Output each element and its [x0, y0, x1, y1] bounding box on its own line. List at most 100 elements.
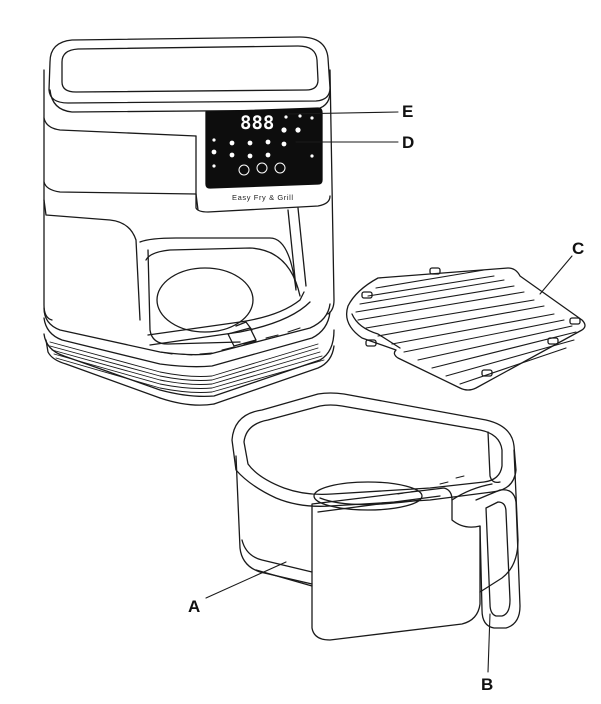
panel-icon — [295, 127, 301, 133]
rim-slot — [397, 492, 405, 495]
grill-bar — [403, 319, 565, 353]
panel-buttons — [238, 162, 286, 176]
basket-right-wall — [479, 449, 519, 593]
panel-icon — [284, 115, 288, 119]
basket-rim-outer — [231, 392, 517, 507]
grill-bars — [355, 269, 577, 385]
grill-bar — [459, 347, 567, 385]
panel-icon — [265, 139, 271, 145]
grill-bar — [367, 275, 495, 297]
panel-button — [256, 162, 268, 174]
window-right-edge — [287, 209, 297, 289]
basket-left-bottom-trim — [255, 569, 313, 587]
basket-rim-in-window — [145, 247, 301, 297]
base-slot — [287, 327, 301, 333]
panel-icon — [298, 114, 302, 118]
grill-foot — [365, 339, 377, 347]
grill-bar — [375, 269, 485, 289]
grill-bar — [445, 339, 575, 377]
vent-rib — [49, 341, 319, 377]
panel-button — [238, 164, 250, 176]
grill-foot — [361, 291, 373, 299]
basket-handle — [475, 489, 521, 629]
grill-bar — [377, 305, 545, 337]
base-foot-left — [45, 339, 161, 399]
callout-label-a: A — [188, 597, 200, 616]
top-band — [43, 117, 197, 137]
vent-rib — [49, 345, 319, 381]
base-slot — [199, 352, 213, 355]
basket-tray-front — [147, 291, 305, 336]
panel-icons — [211, 114, 314, 168]
basket-handle-grip — [485, 501, 511, 617]
grill-bar — [359, 279, 505, 305]
panel-icon — [229, 152, 235, 158]
grill-bar — [355, 285, 515, 313]
grill-plate-rim — [351, 313, 401, 349]
panel-icon — [211, 149, 217, 155]
grill-bar — [357, 291, 525, 321]
callout-label-d: D — [402, 133, 414, 152]
base-slots — [159, 327, 301, 356]
grill-foot — [547, 337, 559, 345]
leader-line-e — [287, 111, 399, 115]
basket-left-wall — [235, 455, 313, 585]
handle-stub-top — [235, 321, 253, 331]
grill-foot — [481, 369, 493, 377]
panel-button — [274, 162, 286, 174]
basket-inner-circle — [313, 481, 423, 511]
grill-bar — [417, 325, 573, 361]
leader-line-b — [487, 613, 491, 673]
front-face-left — [195, 193, 199, 211]
body-left-side — [43, 69, 53, 321]
lid-inner — [61, 45, 319, 93]
grill-foot — [569, 317, 581, 325]
base-slot — [179, 353, 193, 356]
panel-icon — [247, 140, 253, 146]
callout-label-b: B — [481, 675, 493, 694]
vent-rib — [55, 357, 325, 393]
panel-icon — [212, 164, 216, 168]
grill-bar — [365, 299, 535, 329]
grill-plate-outline — [345, 267, 586, 391]
window-right-edge-inner — [297, 207, 307, 287]
body-right-side — [327, 69, 335, 315]
basket-inner-floor — [319, 497, 421, 506]
body-shoulder — [43, 181, 197, 195]
base-mid — [43, 311, 331, 368]
grill-foot — [429, 267, 441, 275]
lid-edge — [49, 89, 331, 113]
window-inner-glass — [147, 249, 241, 345]
base-vent-ribs — [49, 341, 325, 393]
window-opening — [139, 237, 297, 291]
basket-front-panel — [311, 487, 481, 641]
base-slot — [159, 351, 173, 355]
basket — [231, 392, 521, 641]
basket-bottom-circle — [156, 267, 254, 333]
basket-right-rim-detail — [487, 431, 501, 484]
panel-display-digits: 888 — [240, 112, 274, 134]
panel-icon — [310, 154, 314, 158]
grill-bar — [391, 313, 555, 345]
rim-slot — [439, 481, 449, 485]
brand-label: Easy Fry & Grill — [232, 193, 294, 202]
base-slot — [265, 334, 279, 339]
grill-feet — [361, 267, 581, 377]
base-foot-right — [213, 345, 335, 405]
rim-slot — [409, 490, 417, 493]
callout-label-e: E — [402, 102, 413, 121]
air-fryer-unit: 888 Easy Fry & Grill — [43, 36, 335, 406]
body-lower-left — [43, 199, 141, 321]
vent-rib — [51, 349, 321, 385]
leader-line-c — [539, 255, 573, 295]
base-slot — [243, 340, 257, 345]
basket-left-band — [241, 539, 313, 573]
basket-front-panel-inner — [317, 495, 441, 513]
basket-rim-slots — [397, 475, 465, 495]
leader-lines — [205, 111, 573, 673]
panel-icon — [281, 141, 287, 147]
rim-slot — [455, 475, 465, 479]
leader-line-a — [205, 561, 287, 599]
basket-rim-inner — [243, 404, 503, 496]
panel-icon — [265, 152, 271, 158]
